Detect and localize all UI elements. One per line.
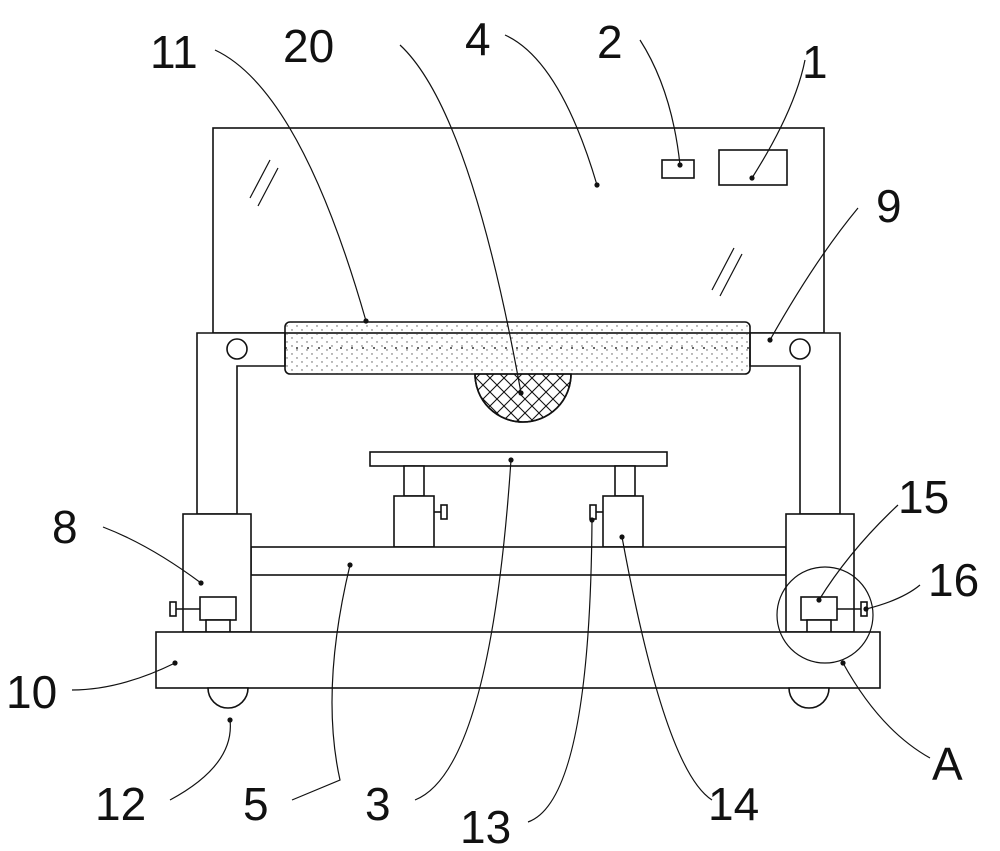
label-15: 15 xyxy=(898,471,949,523)
label-10: 10 xyxy=(6,666,57,718)
cross-beam xyxy=(250,546,787,576)
mesh-ball xyxy=(474,373,572,423)
label-20: 20 xyxy=(283,20,334,72)
label-a: A xyxy=(932,738,963,790)
label-5: 5 xyxy=(243,778,269,830)
right-caster-wheel xyxy=(788,687,830,709)
label-9: 9 xyxy=(876,180,902,232)
anchor-dots xyxy=(172,162,869,723)
label-12: 12 xyxy=(95,778,146,830)
right-lift-column xyxy=(589,465,644,548)
right-support-arm xyxy=(749,332,841,515)
adjust-knob xyxy=(589,504,597,520)
display-panel xyxy=(212,127,825,334)
right-sleeve xyxy=(785,513,868,633)
left-support-arm xyxy=(196,332,286,515)
work-table xyxy=(369,451,668,467)
base xyxy=(155,631,881,689)
label-2: 2 xyxy=(597,16,623,68)
label-8: 8 xyxy=(52,501,78,553)
label-4: 4 xyxy=(465,13,491,65)
label-1: 1 xyxy=(802,36,828,88)
left-pivot-wheel xyxy=(226,338,248,360)
leader-lines xyxy=(71,34,931,823)
right-pivot-wheel xyxy=(789,338,811,360)
left-caster-wheel xyxy=(207,687,249,709)
label-13: 13 xyxy=(460,801,511,851)
label-11: 11 xyxy=(150,26,198,78)
detail-circle-a xyxy=(776,566,874,664)
label-16: 16 xyxy=(928,554,979,606)
left-sleeve xyxy=(169,513,252,633)
label-14: 14 xyxy=(708,778,759,830)
indicator-light xyxy=(661,159,695,179)
label-3: 3 xyxy=(365,778,391,830)
left-lift-column xyxy=(393,465,448,548)
